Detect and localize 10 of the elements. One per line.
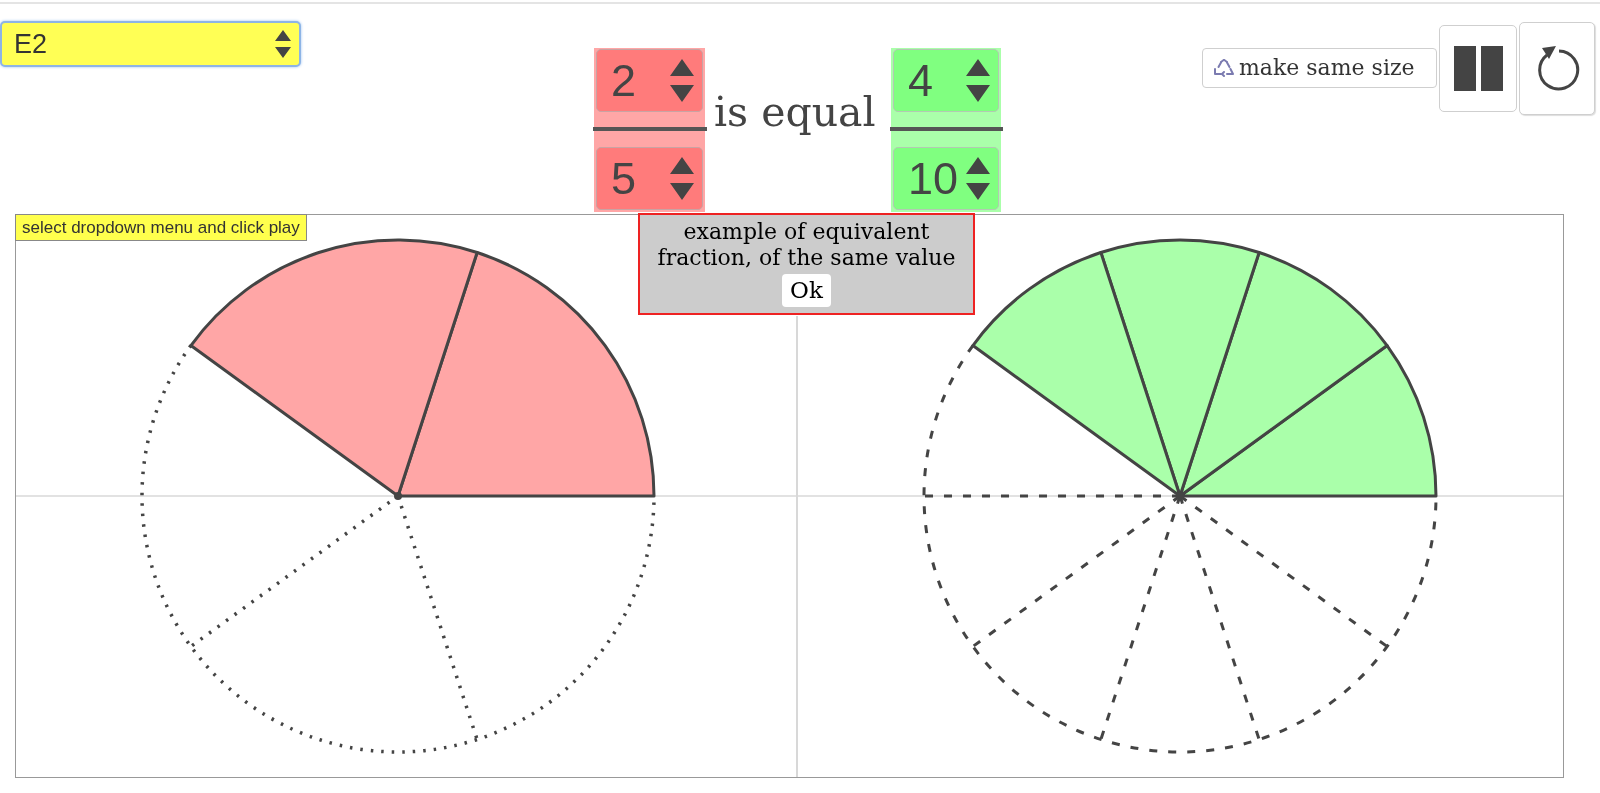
popup-message: example of equivalent fraction, of the same value xyxy=(656,219,957,271)
instruction-banner: select dropdown menu and click play xyxy=(15,214,307,241)
number-input: 4 xyxy=(893,49,999,112)
ok-button: Ok xyxy=(782,274,831,307)
number-input: 2 xyxy=(596,49,703,112)
dropdown-select: E2 xyxy=(0,21,301,67)
make-same-size-button: make same size xyxy=(1202,48,1437,88)
equation-text: is equal xyxy=(714,87,876,138)
number-input: 5 xyxy=(596,147,703,210)
number-input: 10 xyxy=(893,147,999,210)
